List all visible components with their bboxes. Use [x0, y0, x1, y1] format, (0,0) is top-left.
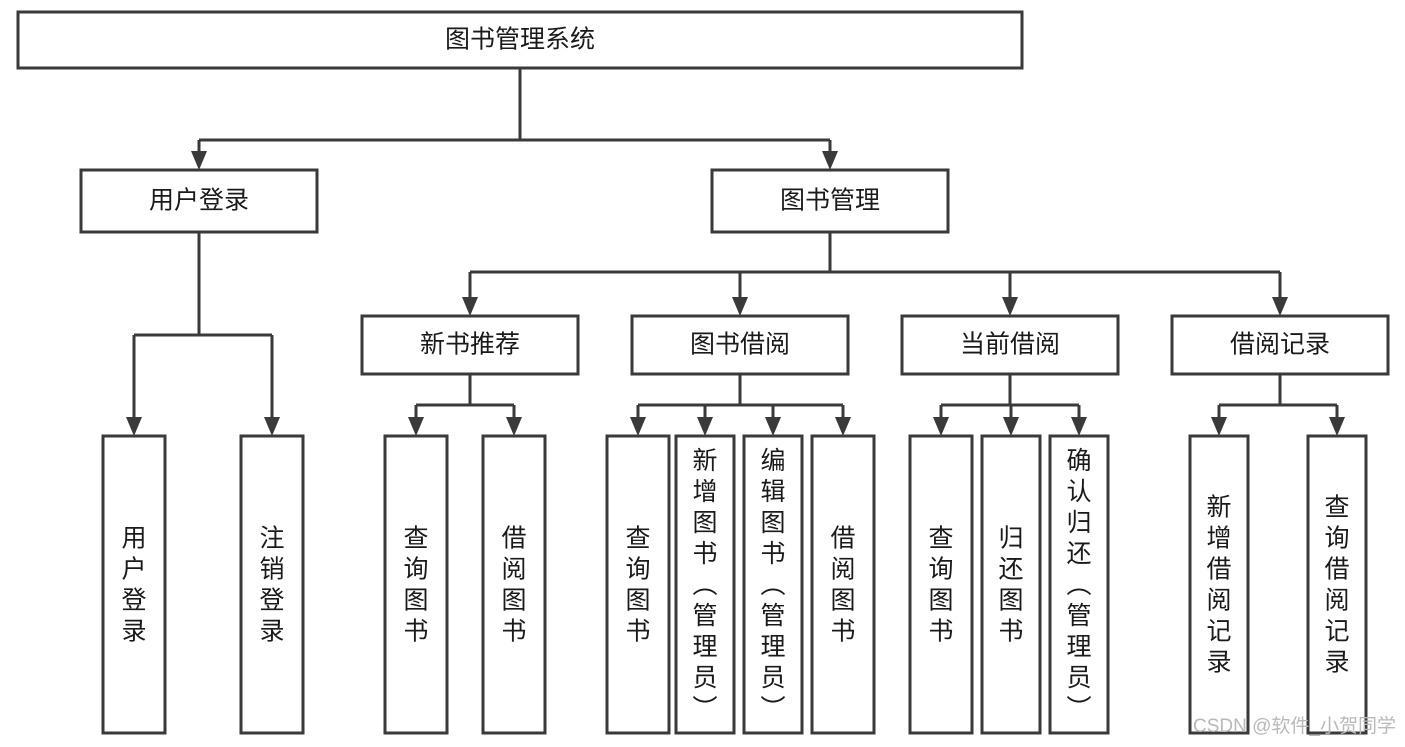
root-to-l2-0-arrowhead — [191, 151, 207, 170]
node-label-leaf-borrow-book-1: 借阅图书 — [501, 525, 526, 646]
l3-2-leaf-0-arrowhead — [933, 417, 949, 436]
node-box-borrow-record[interactable] — [1170, 314, 1390, 376]
root-to-l2-1-arrowhead — [822, 151, 838, 170]
node-leaf-add-book[interactable]: 新增图书︵管理员︶ — [674, 434, 736, 735]
node-current-borrow[interactable]: 当前借阅 — [900, 314, 1120, 376]
l3-2-leaf-2-arrowhead — [1071, 417, 1087, 436]
l2-to-l3-2-arrowhead — [1002, 297, 1018, 316]
nodes-layer: 图书管理系统用户登录图书管理新书推荐图书借阅当前借阅借阅记录用户登录注销登录查询… — [16, 10, 1390, 735]
node-book-borrow[interactable]: 图书借阅 — [630, 314, 850, 376]
node-label-leaf-edit-book: 编辑图书︵管理员︶ — [760, 447, 785, 723]
node-label-leaf-query-book-3: 查询图书 — [928, 525, 953, 646]
node-leaf-query-book-2[interactable]: 查询图书 — [605, 434, 671, 735]
node-box-leaf-query-book-3[interactable] — [908, 434, 974, 735]
node-leaf-borrow-book-2[interactable]: 借阅图书 — [810, 434, 876, 735]
node-label-leaf-borrow-book-2: 借阅图书 — [830, 525, 855, 646]
node-box-leaf-return-book[interactable] — [980, 434, 1042, 735]
node-label-leaf-add-book: 新增图书︵管理员︶ — [692, 447, 717, 723]
node-box-leaf-edit-book[interactable] — [742, 434, 804, 735]
node-leaf-edit-book[interactable]: 编辑图书︵管理员︶ — [742, 434, 804, 735]
l3-1-leaf-3-arrowhead — [835, 417, 851, 436]
node-label-leaf-query-book-2: 查询图书 — [625, 525, 650, 646]
node-label-new-book-recommend: 新书推荐 — [420, 331, 520, 359]
node-label-leaf-user-login: 用户登录 — [121, 525, 146, 646]
node-label-leaf-add-record: 新增借阅记录 — [1206, 494, 1231, 677]
l2-to-l3-3-arrowhead — [1272, 297, 1288, 316]
node-label-leaf-query-book-1: 查询图书 — [403, 525, 428, 646]
node-leaf-user-login[interactable]: 用户登录 — [101, 434, 167, 735]
node-book-manage[interactable]: 图书管理 — [710, 168, 950, 234]
node-box-book-manage[interactable] — [710, 168, 950, 234]
l2-to-l3-0-arrowhead — [462, 297, 478, 316]
node-box-root[interactable] — [16, 10, 1024, 70]
node-box-leaf-logout[interactable] — [239, 434, 305, 735]
l3-3-leaf-0-arrowhead — [1211, 417, 1227, 436]
node-box-book-borrow[interactable] — [630, 314, 850, 376]
node-leaf-confirm-return[interactable]: 确认归还︵管理员︶ — [1048, 434, 1110, 735]
l3-0-leaf-1-arrowhead — [506, 417, 522, 436]
node-label-root: 图书管理系统 — [445, 26, 595, 54]
node-leaf-query-book-3[interactable]: 查询图书 — [908, 434, 974, 735]
l3-3-leaf-1-arrowhead — [1329, 417, 1345, 436]
node-box-user-login[interactable] — [79, 168, 319, 234]
node-box-leaf-query-record[interactable] — [1306, 434, 1368, 735]
node-box-leaf-user-login[interactable] — [101, 434, 167, 735]
node-new-book-recommend[interactable]: 新书推荐 — [360, 314, 580, 376]
node-box-leaf-add-book[interactable] — [674, 434, 736, 735]
node-leaf-query-record[interactable]: 查询借阅记录 — [1306, 434, 1368, 735]
node-box-leaf-borrow-book-1[interactable] — [481, 434, 547, 735]
l3-0-leaf-0-arrowhead — [408, 417, 424, 436]
node-label-leaf-logout: 注销登录 — [259, 525, 284, 646]
node-leaf-return-book[interactable]: 归还图书 — [980, 434, 1042, 735]
watermark-text: CSDN @软件_小贺同学 — [1193, 715, 1396, 737]
node-box-leaf-query-book-2[interactable] — [605, 434, 671, 735]
node-user-login[interactable]: 用户登录 — [79, 168, 319, 234]
userlogin-leaf-0-arrowhead — [126, 417, 142, 436]
node-box-new-book-recommend[interactable] — [360, 314, 580, 376]
node-label-borrow-record: 借阅记录 — [1230, 331, 1330, 359]
node-box-leaf-query-book-1[interactable] — [383, 434, 449, 735]
node-leaf-borrow-book-1[interactable]: 借阅图书 — [481, 434, 547, 735]
node-leaf-add-record[interactable]: 新增借阅记录 — [1188, 434, 1250, 735]
l3-1-leaf-0-arrowhead — [630, 417, 646, 436]
node-box-current-borrow[interactable] — [900, 314, 1120, 376]
node-leaf-logout[interactable]: 注销登录 — [239, 434, 305, 735]
l3-2-leaf-1-arrowhead — [1003, 417, 1019, 436]
node-label-user-login: 用户登录 — [149, 187, 249, 215]
l3-1-leaf-2-arrowhead — [765, 417, 781, 436]
l3-1-leaf-1-arrowhead — [697, 417, 713, 436]
connectors-layer — [126, 68, 1345, 436]
node-box-leaf-confirm-return[interactable] — [1048, 434, 1110, 735]
node-box-leaf-borrow-book-2[interactable] — [810, 434, 876, 735]
userlogin-leaf-1-arrowhead — [264, 417, 280, 436]
node-leaf-query-book-1[interactable]: 查询图书 — [383, 434, 449, 735]
node-box-leaf-add-record[interactable] — [1188, 434, 1250, 735]
node-label-current-borrow: 当前借阅 — [960, 331, 1060, 359]
node-root[interactable]: 图书管理系统 — [16, 10, 1024, 70]
node-label-leaf-query-record: 查询借阅记录 — [1324, 494, 1349, 677]
node-label-book-manage: 图书管理 — [780, 187, 880, 215]
node-label-leaf-return-book: 归还图书 — [998, 525, 1023, 646]
node-borrow-record[interactable]: 借阅记录 — [1170, 314, 1390, 376]
node-label-book-borrow: 图书借阅 — [690, 331, 790, 359]
node-label-leaf-confirm-return: 确认归还︵管理员︶ — [1066, 447, 1091, 723]
l2-to-l3-1-arrowhead — [732, 297, 748, 316]
